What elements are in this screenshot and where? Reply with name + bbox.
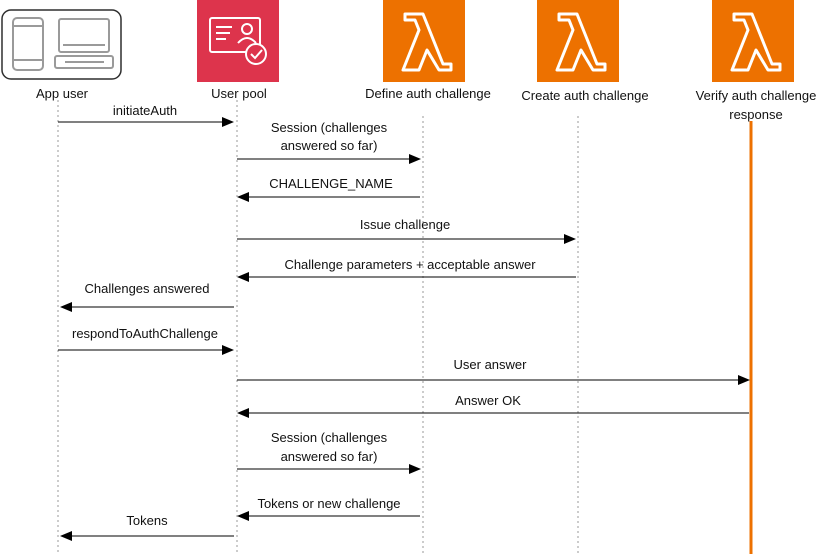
message-label: Answer OK (455, 393, 521, 408)
message-label: answered so far) (281, 449, 378, 464)
lambda-icon (537, 0, 619, 82)
message-label: initiateAuth (113, 103, 177, 118)
message-label: respondToAuthChallenge (72, 326, 218, 341)
participant-label-app-user: App user (36, 86, 89, 101)
message-label: Tokens or new challenge (257, 496, 400, 511)
message-label: Session (challenges (271, 430, 388, 445)
participant-labels: App user User pool Define auth challenge… (36, 86, 816, 122)
participant-label-verify-auth-line2: response (729, 107, 782, 122)
message-label: answered so far) (281, 138, 378, 153)
lambda-icon (383, 0, 465, 82)
messages: initiateAuth Session (challenges answere… (58, 103, 750, 541)
lifelines (57, 100, 753, 554)
cognito-user-pool-icon (197, 0, 279, 82)
mobile-desktop-client-icon (1, 9, 122, 80)
participant-label-create-auth: Create auth challenge (521, 88, 648, 103)
lambda-icon (712, 0, 794, 82)
participant-label-define-auth: Define auth challenge (365, 86, 491, 101)
message-label: Challenges answered (84, 281, 209, 296)
participant-label-user-pool: User pool (211, 86, 267, 101)
message-label: Challenge parameters + acceptable answer (284, 257, 536, 272)
participant-label-verify-auth: Verify auth challenge (696, 88, 817, 103)
message-label: Session (challenges (271, 120, 388, 135)
message-label: Tokens (126, 513, 168, 528)
message-label: CHALLENGE_NAME (269, 176, 393, 191)
message-label: Issue challenge (360, 217, 450, 232)
message-label: User answer (454, 357, 528, 372)
